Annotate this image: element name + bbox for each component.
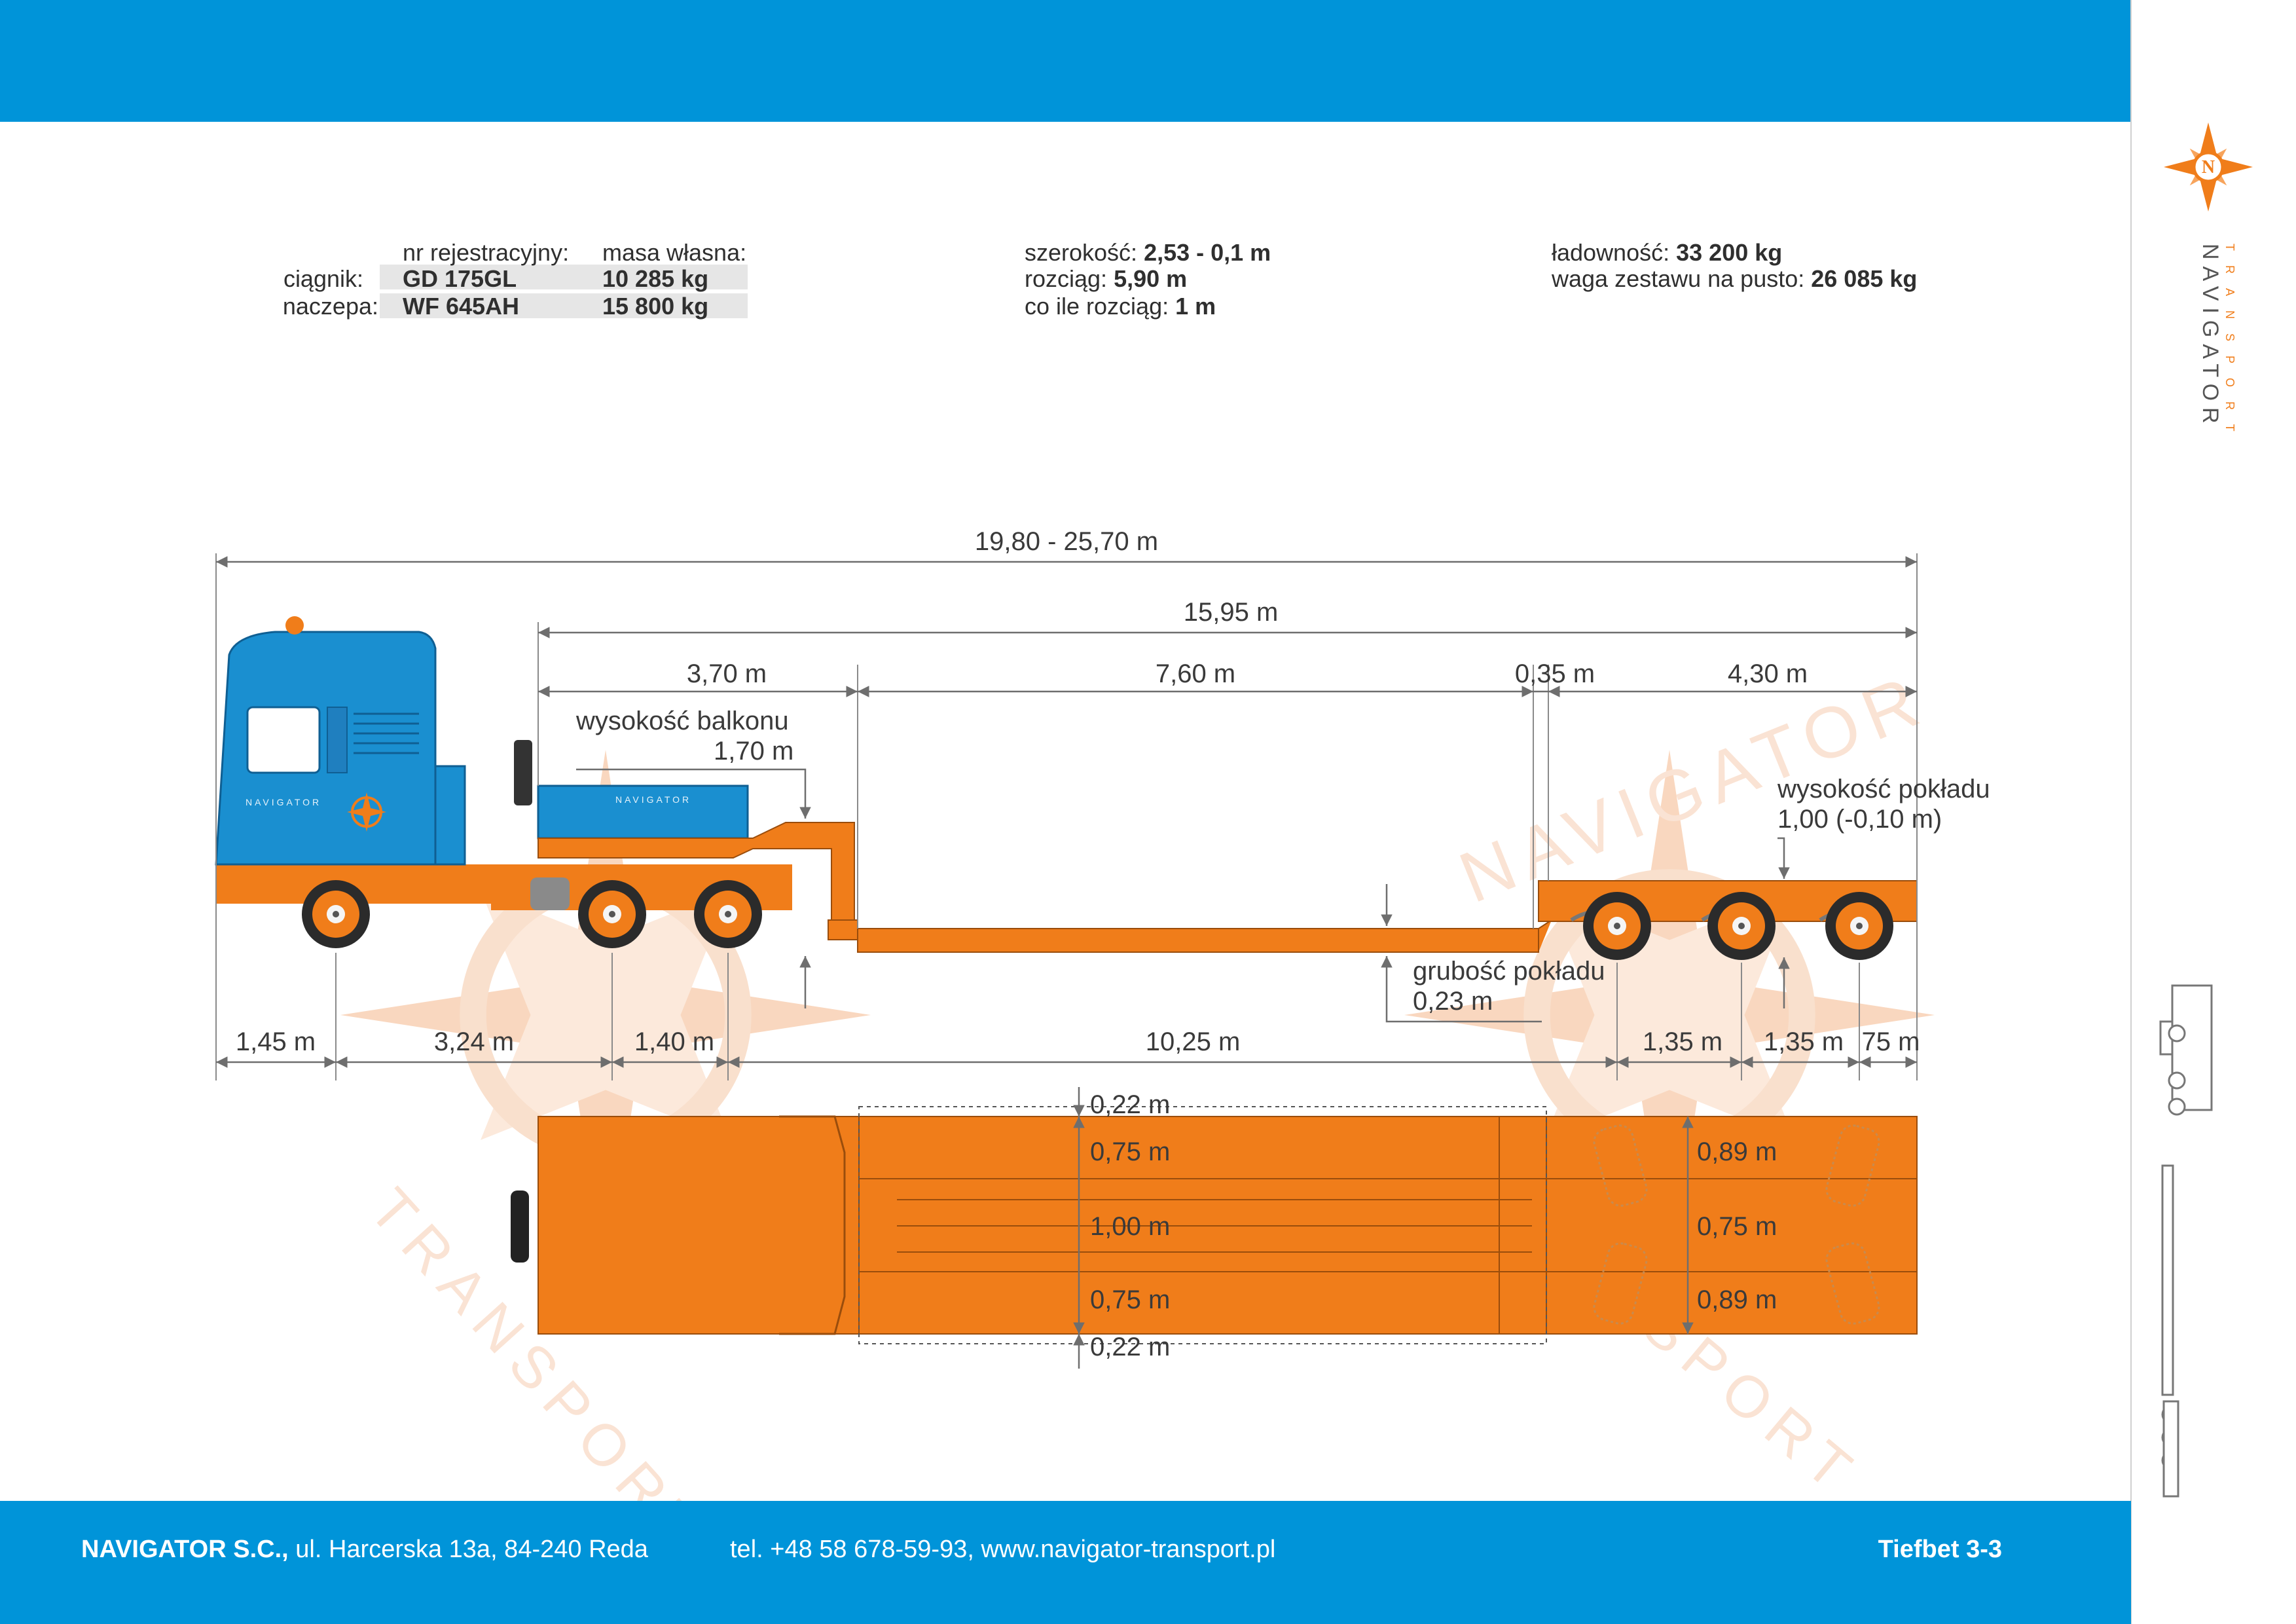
wheel-drive-1 <box>578 880 646 948</box>
low-deck <box>857 928 1539 953</box>
wheel-drive-2 <box>694 880 762 948</box>
dim-gooseneck-length: 3,70 m <box>687 659 767 688</box>
top-rear-width-3: 0,89 m <box>1697 1285 1777 1314</box>
truck-logo-text: NAVIGATOR <box>246 797 321 807</box>
tractor-label: ciągnik: <box>283 265 363 292</box>
truck-compass-icon <box>347 792 386 832</box>
step-spec: co ile rozciąg: 1 m <box>1025 293 1216 320</box>
top-width-2: 0,75 m <box>1090 1137 1170 1166</box>
dim-bottom-6: 1,35 m <box>1764 1027 1844 1056</box>
wheel-front <box>302 880 370 948</box>
dim-deck-length: 7,60 m <box>1156 659 1235 688</box>
footer-contact: tel. +48 58 678-59-93, www.navigator-tra… <box>730 1536 1275 1563</box>
side-dimensions: 19,80 - 25,70 m 15,95 m 3,70 m 7,60 m 0,… <box>215 527 1990 1080</box>
deck-height-value: 1,00 (-0,10 m) <box>1777 805 1942 834</box>
extension-spec: rozciąg: 5,90 m <box>1025 265 1187 292</box>
deck-thickness-label: grubość pokładu <box>1413 957 1605 986</box>
compass-logo-icon: N <box>2164 122 2253 212</box>
footer-address: NAVIGATOR S.C., ul. Harcerska 13a, 84-24… <box>81 1536 649 1563</box>
dim-trailer-length: 15,95 m <box>1184 598 1279 627</box>
dim-rear-length: 4,30 m <box>1728 659 1808 688</box>
tractor-reg: GD 175GL <box>403 265 517 292</box>
dim-overall-length: 19,80 - 25,70 m <box>975 527 1158 556</box>
model-name: Tiefbet 3-3 <box>1878 1536 2002 1563</box>
layout-thumbnail <box>2159 984 2213 1498</box>
reg-header: nr rejestracyjny: <box>403 239 569 266</box>
dim-bottom-1: 1,45 m <box>236 1027 316 1056</box>
trailer-logo-text: NAVIGATOR <box>615 794 691 805</box>
top-view-gooseneck <box>538 1116 860 1335</box>
top-view: 0,22 m 0,75 m 1,00 m 0,75 m 0,22 m 0,89 … <box>511 1087 1918 1369</box>
footer-bar <box>0 1501 2131 1624</box>
wheel-trailer-1 <box>1583 892 1651 960</box>
trailer-label: naczepa: <box>283 293 378 320</box>
beacon-light-icon <box>285 616 304 635</box>
top-rear-width-2: 0,75 m <box>1697 1212 1777 1241</box>
wheel-trailer-3 <box>1825 892 1893 960</box>
header-bar <box>0 0 2131 122</box>
wheel-trailer-2 <box>1707 892 1776 960</box>
top-width-1: 0,22 m <box>1090 1090 1170 1119</box>
tractor-mass: 10 285 kg <box>602 265 708 292</box>
top-width-5: 0,22 m <box>1090 1333 1170 1361</box>
balcony-height-value: 1,70 m <box>714 737 793 766</box>
svg-text:N: N <box>2202 157 2215 177</box>
mass-header: masa własna: <box>602 239 746 266</box>
deck-height-label: wysokość pokładu <box>1777 775 1990 803</box>
dim-bottom-3: 1,40 m <box>634 1027 714 1056</box>
specs-block: nr rejestracyjny: masa własna: ciągnik: … <box>283 239 1918 320</box>
top-width-4: 0,75 m <box>1090 1285 1170 1314</box>
empty-weight-spec: waga zestawu na pusto: 26 085 kg <box>1551 265 1917 292</box>
balcony-height-label: wysokość balkonu <box>575 707 789 735</box>
payload-spec: ładowność: 33 200 kg <box>1552 239 1782 266</box>
trailer-mass: 15 800 kg <box>602 293 708 320</box>
sidebar-logo-text: NAVIGATOR <box>2198 244 2223 430</box>
dim-bottom-4: 10,25 m <box>1146 1027 1241 1056</box>
dim-bottom-7: 75 m <box>1862 1027 1920 1056</box>
dim-bottom-5: 1,35 m <box>1643 1027 1722 1056</box>
sidebar: N NAVIGATOR TRANSPORT <box>2130 0 2253 1624</box>
width-spec: szerokość: 2,53 - 0,1 m <box>1025 239 1271 266</box>
top-rear-width-1: 0,89 m <box>1697 1137 1777 1166</box>
dim-bottom-2: 3,24 m <box>434 1027 514 1056</box>
top-width-3: 1,00 m <box>1090 1212 1170 1241</box>
dim-gap-length: 0,35 m <box>1515 659 1595 688</box>
sidebar-logo-subtext: TRANSPORT <box>2223 244 2236 446</box>
trailer-reg: WF 645AH <box>403 293 519 320</box>
top-view-rear <box>1546 1116 1918 1335</box>
deck-thickness-value: 0,23 m <box>1413 987 1493 1016</box>
side-view-vehicle: NAVIGATOR NAVIGATOR <box>215 616 1918 960</box>
